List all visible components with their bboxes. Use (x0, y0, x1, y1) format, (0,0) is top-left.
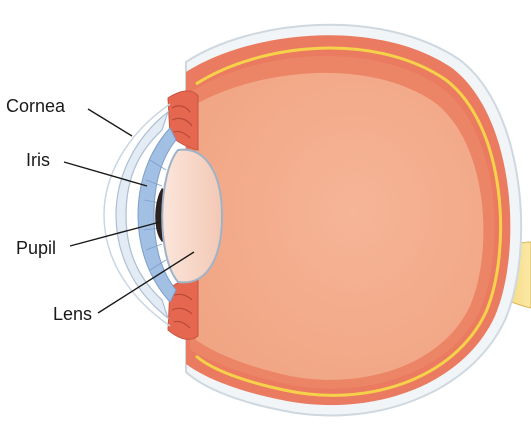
iris-label: Iris (26, 150, 50, 170)
pupil-label: Pupil (16, 238, 56, 258)
cornea-leader (88, 109, 132, 136)
lens (162, 150, 222, 283)
lens-label: Lens (53, 304, 92, 324)
vitreous-body (196, 73, 483, 380)
cornea-label: Cornea (6, 96, 65, 116)
